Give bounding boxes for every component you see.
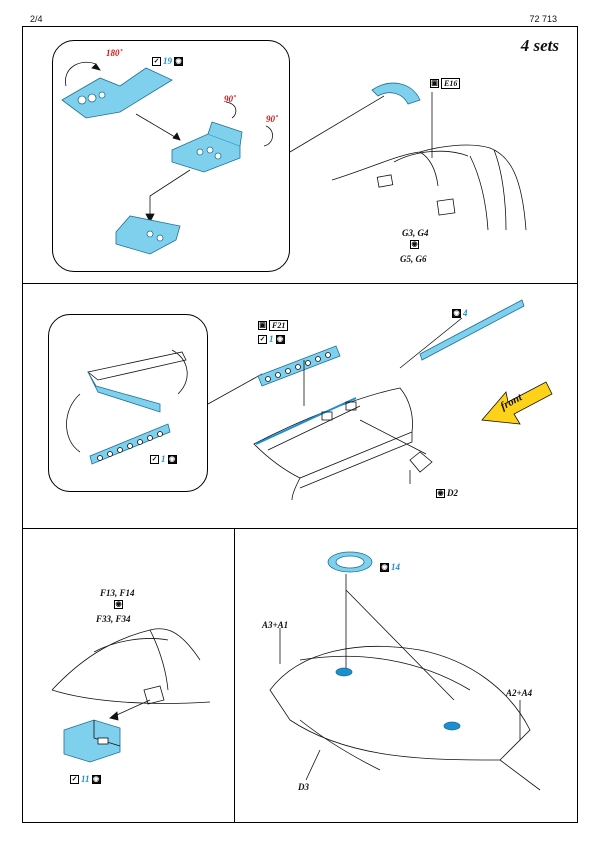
plastic-part-icon: ▣ [430,79,439,88]
remove-icon: ◉ [410,240,419,249]
part-19-flat [61,61,173,119]
etch-ref-11: 11 [81,774,90,784]
part-e16-label: E16 [441,78,461,89]
section-4-panel [234,528,578,823]
parts-a3-a1: A3+A1 [262,620,289,630]
fold-90-label-a: 90˚ [224,94,236,104]
kit-code: 72 713 [529,14,557,24]
glue-icon: ✓ [152,56,161,66]
glue-badge-11: ✓ 11 ◉ [70,774,101,784]
part-1-strip-top [257,345,341,387]
part-badge-e16: ▣ E16 [430,78,461,89]
parts-f33-f34: F33, F34 [96,614,131,624]
etch-sheet-icon: ◉ [380,562,389,572]
remove-icon: ◉ [114,600,123,609]
etch-ref-19: 19 [163,56,172,66]
etch-sheet-icon: ◉ [275,334,285,344]
nose-section [51,628,211,705]
fold-180-label: 180˚ [106,48,123,58]
section-2-inset [48,314,208,492]
etch-ref-14: 14 [391,562,400,572]
part-e16-etch [371,82,421,105]
parts-g5-g6: G5, G6 [400,254,427,264]
page-number: 2/4 [30,14,43,24]
part-f21-label: F21 [269,320,289,331]
part-11-bracket [63,719,121,763]
glue-icon: ✓ [70,774,79,784]
fuselage-cockpit [331,144,527,231]
part-19-folded-1 [171,101,273,173]
front-arrow-icon [481,381,553,425]
etch-ref-4: 4 [463,308,468,318]
remove-badge-g: ◉ [410,240,419,249]
remove-icon: ◉ [436,488,445,498]
glue-badge-19: ✓ 19 ◉ [152,56,183,66]
part-19-folded-2 [115,215,181,255]
etch-sheet-icon: ◉ [167,454,177,464]
etch-sheet-icon: ◉ [452,308,461,318]
etch-ref-1-inset: 1 [161,454,166,464]
plastic-part-icon: ▣ [258,321,267,330]
part-d2-label: D2 [447,488,458,498]
parts-g3-g4: G3, G4 [402,228,429,238]
sets-count: 4 sets [520,36,559,55]
glue-badge-1-inset: ✓ 1 ◉ [150,454,177,464]
part-1-flat [66,349,188,465]
etch-ref-1-top: 1 [269,334,274,344]
fuselage-bay [253,387,433,501]
etch-sheet-icon: ◉ [91,774,101,784]
etch-badge-14: ◉ 14 [380,562,400,572]
parts-f13-f14: F13, F14 [100,588,135,598]
fuselage-upper [269,646,541,791]
part-14-ring [327,551,373,573]
part-badge-f21: ▣ F21 [258,320,289,331]
glue-badge-1-top: ✓ 1 ◉ [258,334,285,344]
part-d3: D3 [298,782,309,792]
remove-badge-f: ◉ [114,600,123,609]
glue-icon: ✓ [258,334,267,344]
part-4-strip [419,299,525,361]
parts-a2-a4: A2+A4 [506,688,533,698]
part-badge-d2: ◉ D2 [436,488,458,498]
etch-sheet-icon: ◉ [174,56,183,66]
etch-badge-4: ◉ 4 [452,308,468,318]
fold-90-label-b: 90˚ [266,114,278,124]
glue-icon: ✓ [150,454,159,464]
